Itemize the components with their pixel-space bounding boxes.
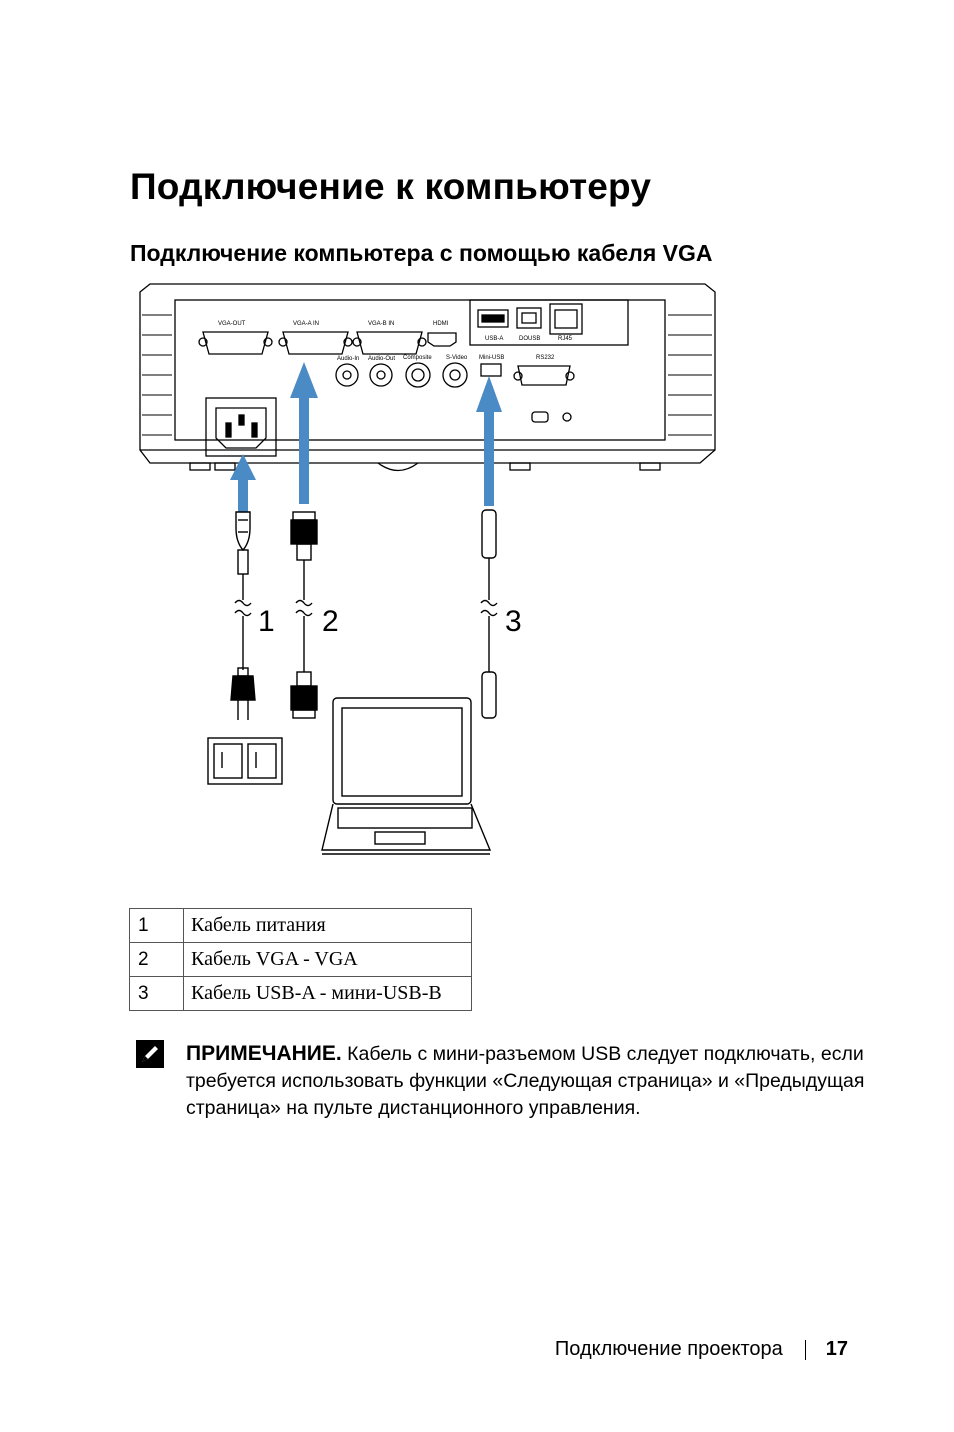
arrow-vga-icon	[290, 362, 318, 504]
port-label-dousb: DOUSB	[519, 336, 540, 342]
vga-cable	[290, 511, 318, 719]
footer-section: Подключение проектора	[554, 1338, 783, 1360]
callout-1: 1	[258, 605, 275, 638]
callout-3: 3	[505, 605, 522, 638]
power-cable	[230, 511, 256, 720]
port-label-usb-a: USB-A	[485, 336, 503, 342]
port-label-hdmi: HDMI	[433, 321, 449, 327]
port-label-mini-usb: Mini-USB	[479, 355, 504, 361]
legend-label: Кабель VGA - VGA	[183, 942, 472, 977]
port-labels: VGA-OUT VGA-A IN VGA-B IN HDMI USB-A DOU…	[218, 321, 573, 362]
connection-diagram: VGA-OUT VGA-A IN VGA-B IN HDMI USB-A DOU…	[139, 283, 716, 855]
port-label-rs232: RS232	[536, 355, 555, 361]
section-subtitle: Подключение компьютера с помощью кабеля …	[130, 240, 713, 266]
port-label-vga-b-in: VGA-B IN	[368, 321, 394, 327]
port-label-s-video: S-Video	[446, 355, 468, 361]
port-label-vga-out: VGA-OUT	[218, 321, 246, 327]
port-label-audio-in: Audio-In	[337, 356, 359, 362]
pencil-note-icon	[136, 1040, 164, 1068]
connection-arrows	[230, 362, 502, 512]
usb-cable	[480, 509, 498, 719]
arrow-power-icon	[230, 454, 256, 512]
page-title: Подключение к компьютеру	[130, 166, 652, 207]
legend-number: 1	[129, 908, 184, 943]
page-footer: Подключение проектора 17	[555, 1338, 848, 1361]
legend-number: 3	[129, 976, 184, 1011]
wall-outlet-icon	[207, 737, 283, 785]
callout-2: 2	[322, 605, 339, 638]
footer-divider	[804, 1339, 806, 1360]
legend-number: 2	[129, 942, 184, 977]
legend-label: Кабель USB-A - мини-USB-B	[183, 976, 472, 1011]
laptop-icon	[321, 697, 492, 855]
legend-label: Кабель питания	[183, 908, 472, 943]
port-label-vga-a-in: VGA-A IN	[293, 321, 319, 327]
note-label: ПРИМЕЧАНИЕ.	[186, 1042, 342, 1065]
note-text: Кабель с мини-разъемом USB следует подкл…	[186, 1043, 865, 1119]
port-label-audio-out: Audio-Out	[368, 356, 395, 362]
arrow-usb-icon	[476, 376, 502, 506]
callouts: 1 2 3	[258, 605, 522, 638]
port-label-rj45: RJ45	[558, 336, 573, 342]
port-label-composite: Composite	[403, 355, 432, 361]
note-block: ПРИМЕЧАНИЕ. Кабель с мини-разъемом USB с…	[186, 1040, 866, 1122]
page-number: 17	[825, 1338, 848, 1360]
projector-rear-panel	[139, 283, 716, 472]
